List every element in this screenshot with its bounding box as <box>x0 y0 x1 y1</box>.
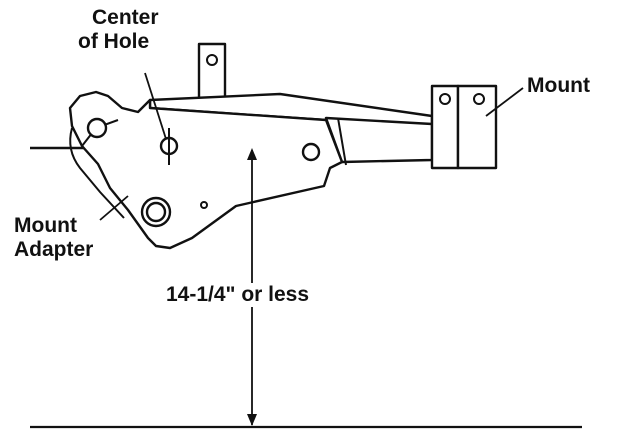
mount-adapter-body <box>68 90 344 250</box>
measurement-label: 14-1/4" or less <box>163 283 313 307</box>
mount-label: Mount <box>527 74 590 97</box>
center-of-hole-label: Center of Hole <box>78 6 159 54</box>
leader-mount-adapter <box>99 195 129 221</box>
mount-bracket <box>430 84 498 170</box>
leader-mount <box>485 87 524 117</box>
leader-center-of-hole <box>144 72 167 140</box>
mount-adapter-label-line2: Adapter <box>14 238 94 261</box>
mount-adapter-label-line1: Mount <box>14 214 77 237</box>
mount-adapter-label: Mount Adapter <box>14 214 93 262</box>
center-of-hole-label-line1: Center <box>92 6 159 29</box>
center-of-hole-label-line2: of Hole <box>78 30 150 53</box>
